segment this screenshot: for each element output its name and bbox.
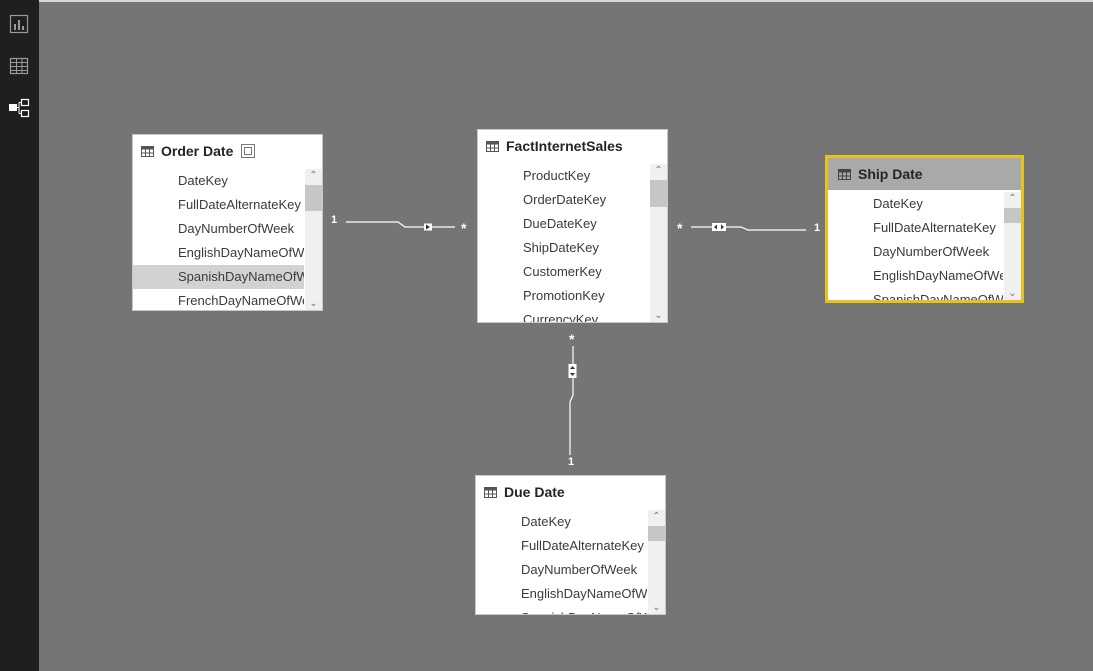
field-row[interactable]: SpanishDayNameOfWeek: [873, 292, 1003, 301]
field-row[interactable]: DueDateKey: [523, 216, 597, 231]
collapse-icon[interactable]: [241, 144, 256, 158]
field-row[interactable]: FrenchDayNameOfWeek: [178, 293, 304, 308]
field-row[interactable]: CustomerKey: [523, 264, 602, 279]
field-row[interactable]: EnglishDayNameOfWeek: [873, 268, 1003, 283]
table-header-order-date[interactable]: Order Date: [133, 135, 322, 167]
scrollbar[interactable]: ⌃ ⌄: [648, 510, 665, 614]
top-border: [0, 0, 1093, 2]
table-header-ship-date[interactable]: Ship Date: [828, 158, 1021, 190]
table-header-due-date[interactable]: Due Date: [476, 476, 665, 508]
scroll-down-icon[interactable]: ⌄: [1008, 288, 1017, 299]
relationship-order-fact[interactable]: [346, 221, 455, 231]
table-grid-icon: [9, 57, 29, 75]
view-switcher-rail: [0, 0, 39, 671]
field-row[interactable]: DayNumberOfWeek: [178, 221, 295, 236]
field-row-hovered[interactable]: SpanishDayNameOfWeek: [133, 265, 304, 289]
field-row[interactable]: FullDateAlternateKey: [873, 220, 996, 235]
scroll-up-icon[interactable]: ⌃: [654, 165, 663, 176]
table-icon: [838, 168, 851, 180]
table-title: Ship Date: [858, 166, 923, 182]
field-row[interactable]: DayNumberOfWeek: [521, 562, 638, 577]
scroll-thumb[interactable]: [648, 526, 665, 541]
scrollbar[interactable]: ⌃ ⌄: [1004, 192, 1021, 300]
table-icon: [486, 140, 499, 152]
table-title: FactInternetSales: [506, 138, 623, 154]
report-view-button[interactable]: [6, 11, 32, 37]
table-icon: [141, 145, 154, 157]
cardinality-ship-many: *: [677, 220, 683, 236]
scroll-up-icon[interactable]: ⌃: [652, 511, 661, 522]
scroll-up-icon[interactable]: ⌃: [309, 170, 318, 181]
cardinality-ship-one: 1: [814, 222, 821, 234]
scrollbar[interactable]: ⌃ ⌄: [650, 164, 667, 322]
relationship-fact-due[interactable]: [568, 346, 577, 455]
scroll-thumb[interactable]: [650, 180, 667, 207]
scroll-up-icon[interactable]: ⌃: [1008, 193, 1017, 204]
table-card-due-date[interactable]: Due Date DateKey FullDateAlternateKey Da…: [475, 475, 666, 615]
table-title: Due Date: [504, 484, 565, 500]
bar-chart-icon: [9, 14, 29, 34]
table-header-factinternetsales[interactable]: FactInternetSales: [478, 130, 667, 162]
scroll-thumb[interactable]: [1004, 208, 1021, 223]
field-row[interactable]: CurrencyKey: [523, 312, 599, 323]
scroll-down-icon[interactable]: ⌄: [654, 310, 663, 321]
cardinality-order-one: 1: [331, 214, 338, 226]
cardinality-order-many: *: [461, 220, 467, 236]
scrollbar[interactable]: ⌃ ⌄: [305, 169, 322, 310]
field-row[interactable]: DateKey: [178, 173, 228, 188]
scroll-down-icon[interactable]: ⌄: [652, 602, 661, 613]
table-icon: [484, 486, 497, 498]
scroll-down-icon[interactable]: ⌄: [309, 298, 318, 309]
data-view-button[interactable]: [6, 53, 32, 79]
table-card-factinternetsales[interactable]: FactInternetSales ProductKey OrderDateKe…: [477, 129, 668, 323]
scroll-thumb[interactable]: [305, 185, 322, 211]
field-row[interactable]: OrderDateKey: [523, 192, 607, 207]
relationships-view-button[interactable]: [6, 95, 32, 121]
field-row[interactable]: DateKey: [873, 196, 923, 211]
model-diagram-icon: [9, 98, 30, 118]
field-row[interactable]: ProductKey: [523, 168, 591, 183]
field-row[interactable]: EnglishDayNameOfWeek: [521, 586, 647, 601]
field-row[interactable]: EnglishDayNameOfWeek: [178, 245, 304, 260]
field-row[interactable]: DateKey: [521, 514, 571, 529]
table-title: Order Date: [161, 143, 234, 159]
field-row[interactable]: FullDateAlternateKey: [521, 538, 644, 553]
cardinality-due-one: 1: [568, 456, 575, 468]
field-row[interactable]: DayNumberOfWeek: [873, 244, 990, 259]
relationship-fact-ship[interactable]: [691, 223, 806, 231]
cardinality-due-many: *: [569, 331, 575, 347]
field-row[interactable]: SpanishDayNameOfWeek: [476, 606, 647, 614]
field-row[interactable]: ShipDateKey: [523, 240, 599, 255]
field-row[interactable]: PromotionKey: [523, 288, 605, 303]
table-card-ship-date[interactable]: Ship Date DateKey FullDateAlternateKey D…: [825, 155, 1024, 303]
field-row[interactable]: FullDateAlternateKey: [178, 197, 301, 212]
table-card-order-date[interactable]: Order Date DateKey FullDateAlternateKey …: [132, 134, 323, 311]
